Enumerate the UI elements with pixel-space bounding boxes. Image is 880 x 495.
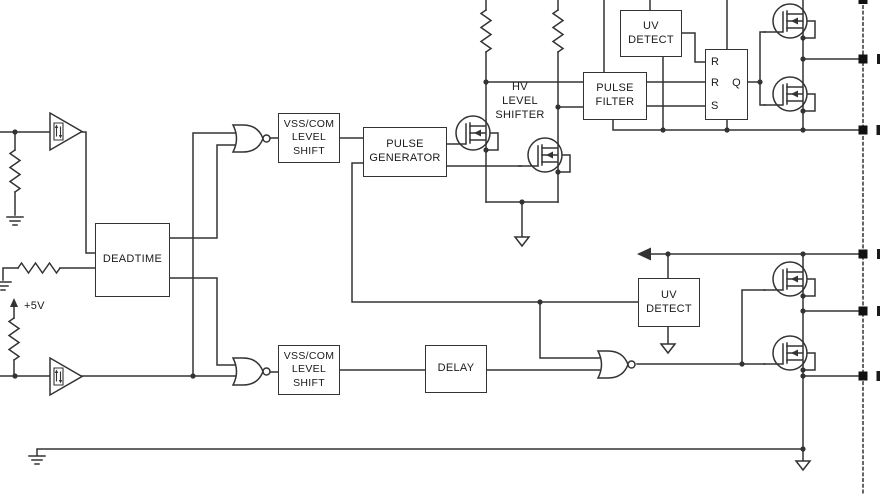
- block-label-line: FILTER: [595, 96, 635, 108]
- vss-com-level-shift-block-high: VSS/COM LEVEL SHIFT: [278, 113, 340, 163]
- ground-icon: [6, 216, 24, 226]
- resistor-lin-pullup: [8, 317, 20, 361]
- block-label-line: DETECT: [628, 33, 674, 46]
- block-label-line: LEVEL: [502, 94, 538, 107]
- resistor-hin-pulldown: [9, 149, 21, 193]
- resistor-level-shift-2: [552, 9, 564, 53]
- pulse-generator-block: PULSE GENERATOR: [363, 127, 447, 177]
- resistor-deadtime-input: [17, 262, 61, 274]
- rs-latch-block: R R S Q: [705, 49, 748, 120]
- bond-pads: [858, 0, 868, 381]
- latch-pin-q: Q: [732, 77, 741, 89]
- rail-left-arrow-icon: [637, 247, 651, 261]
- junction-dots: [12, 56, 806, 452]
- block-label-line: VSS/COM: [283, 118, 335, 131]
- block-label-line: LEVEL: [291, 363, 327, 376]
- hv-level-shifter-label: HV LEVEL SHIFTER: [470, 81, 570, 122]
- mosfet-level-shift-2: [518, 137, 571, 176]
- schmitt-buffer-lin: [49, 357, 83, 396]
- mosfet-ho-high: [763, 3, 816, 42]
- block-label-line: SHIFTER: [495, 108, 545, 121]
- block-label-line: UV: [661, 288, 677, 301]
- logic-wires: [270, 137, 766, 373]
- mosfet-ho-low: [763, 76, 816, 115]
- deadtime-label: DEADTIME: [102, 253, 163, 266]
- mosfet-lo-high: [763, 261, 816, 300]
- block-label-line: VSS/COM: [283, 350, 335, 363]
- supply-arrow-icon: [10, 298, 18, 307]
- latch-pin-r2: R: [711, 77, 720, 89]
- ground-icon: [0, 281, 12, 291]
- output-stage-wires: [36, 0, 859, 462]
- block-label-line: PULSE: [386, 138, 424, 151]
- latch-pin-s: S: [711, 100, 719, 112]
- block-label-line: GENERATOR: [369, 152, 441, 164]
- resistor-level-shift-1: [480, 9, 492, 53]
- uv-detect-block-low: UV DETECT: [638, 278, 700, 327]
- block-label-line: LEVEL: [291, 131, 327, 144]
- nor-gate-low: [232, 357, 271, 386]
- block-label-line: SHIFT: [293, 144, 325, 157]
- vss-arrow-icon: [514, 236, 530, 247]
- pin-label-fragments: [876, 54, 880, 381]
- pulse-filter-block: PULSE FILTER: [583, 72, 647, 120]
- block-label-line: PULSE: [596, 82, 634, 95]
- deadtime-block: DEADTIME: [95, 223, 170, 297]
- block-label-line: HV: [512, 81, 528, 93]
- input-wires: [0, 131, 239, 377]
- vss-com-level-shift-block-low: VSS/COM LEVEL SHIFT: [278, 345, 340, 395]
- block-label-line: SHIFT: [293, 376, 325, 389]
- vss-arrow-icon: [660, 343, 676, 354]
- latch-pin-r1: R: [711, 56, 720, 68]
- uv-detect-block-high: UV DETECT: [620, 10, 682, 57]
- nor-gate-high: [232, 124, 271, 153]
- ground-icon: [28, 455, 46, 465]
- schmitt-buffer-hin: [49, 112, 83, 151]
- delay-block: DELAY: [425, 345, 487, 393]
- nor-gate-lo-driver: [597, 350, 636, 379]
- vss-arrow-icon: [795, 460, 811, 471]
- block-label-line: DETECT: [646, 302, 692, 315]
- mosfet-lo-low: [763, 335, 816, 374]
- block-label-line: UV: [643, 19, 659, 32]
- supply-5v-label: +5V: [24, 300, 45, 312]
- delay-label: DELAY: [437, 362, 475, 375]
